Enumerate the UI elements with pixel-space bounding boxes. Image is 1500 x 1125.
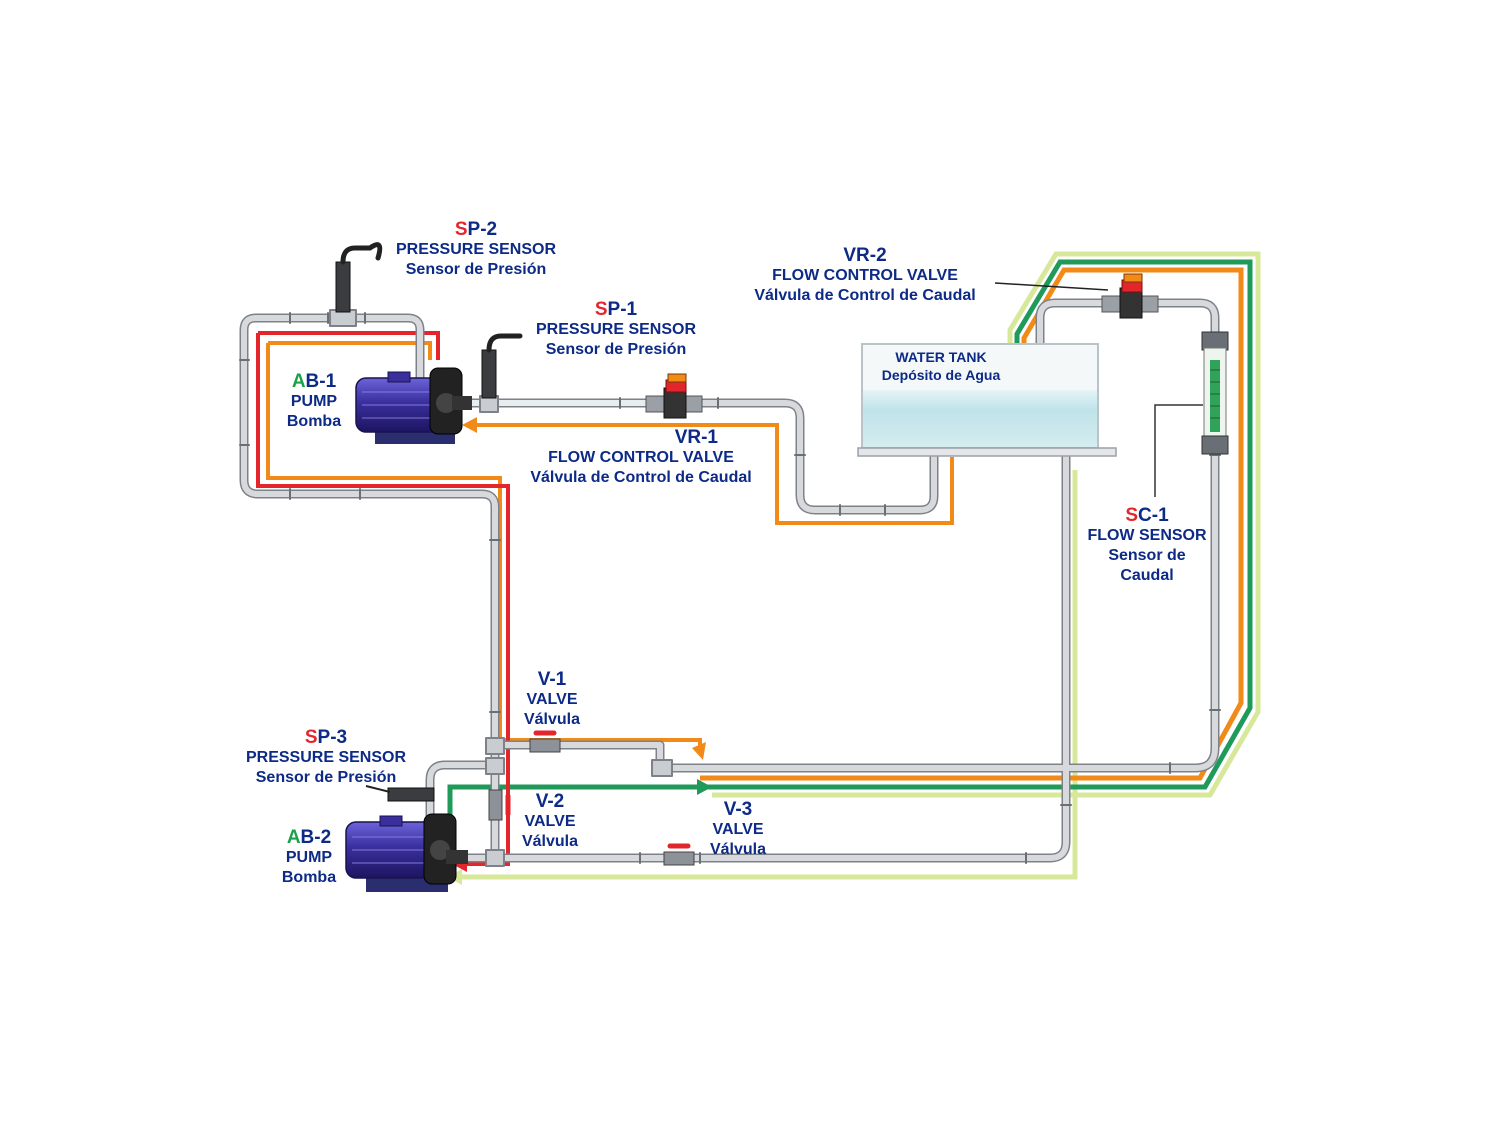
label-ab1: AB-1 PUMP Bomba [276, 372, 352, 432]
sp1-sub: Sensor de Presión [545, 341, 687, 358]
vr1-name: FLOW CONTROL VALVE [548, 449, 734, 466]
vr1-code: VR-1 [674, 427, 718, 448]
sp2-name: PRESSURE SENSOR [395, 241, 557, 258]
v1-code: V-1 [537, 669, 567, 690]
label-sc1: SC-1 FLOW SENSOR Sensor de Caudal [1080, 506, 1214, 586]
sp3-name: PRESSURE SENSOR [245, 749, 407, 766]
v3-sub: Válvula [709, 841, 767, 858]
v1-sub: Válvula [523, 711, 581, 728]
flow-path-green [447, 259, 1253, 820]
sp2-code: SP-2 [454, 219, 498, 240]
valve-v3 [663, 843, 695, 866]
label-vr1: VR-1 FLOW CONTROL VALVE Válvula de Contr… [508, 428, 774, 488]
flow-control-valve-vr2 [994, 273, 1159, 319]
ab2-code: AB-2 [286, 827, 332, 848]
vr2-code: VR-2 [843, 245, 887, 266]
ab1-sub: Bomba [286, 413, 342, 430]
label-vr2: VR-2 FLOW CONTROL VALVE Válvula de Contr… [730, 246, 1000, 306]
pressure-sensor-sp1 [481, 333, 523, 399]
flow-sensor-sc1 [1154, 331, 1229, 497]
label-water-tank: WATER TANK Depósito de Agua [860, 348, 1022, 384]
label-sp2: SP-2 PRESSURE SENSOR Sensor de Presión [394, 220, 558, 280]
tank-name: WATER TANK [895, 349, 987, 365]
flow-path-orange [266, 267, 1244, 781]
label-v3: V-3 VALVE Válvula [698, 800, 778, 860]
pressure-sensor-sp2 [335, 242, 383, 313]
ab1-code: AB-1 [291, 371, 337, 392]
ab1-name: PUMP [290, 393, 338, 410]
label-sp3: SP-3 PRESSURE SENSOR Sensor de Presión [238, 728, 414, 788]
v2-name: VALVE [524, 813, 576, 830]
flow-control-valve-vr1 [645, 373, 703, 419]
pressure-sensor-sp3 [365, 785, 435, 802]
label-ab2: AB-2 PUMP Bomba [268, 828, 350, 888]
label-v2: V-2 VALVE Válvula [510, 792, 590, 852]
ab2-sub: Bomba [281, 869, 337, 886]
valve-v2 [488, 789, 511, 821]
v3-name: VALVE [712, 821, 764, 838]
sp1-code: SP-1 [594, 299, 638, 320]
sc1-name: FLOW SENSOR [1087, 527, 1207, 544]
sc1-sub1: Sensor de [1108, 547, 1186, 564]
sc1-sub2: Caudal [1120, 567, 1174, 584]
v3-code: V-3 [723, 799, 753, 820]
pump-ab1 [355, 367, 472, 444]
ab2-name: PUMP [285, 849, 333, 866]
v1-name: VALVE [526, 691, 578, 708]
vr2-sub: Válvula de Control de Caudal [754, 287, 976, 304]
label-v1: V-1 VALVE Válvula [512, 670, 592, 730]
sp2-sub: Sensor de Presión [405, 261, 547, 278]
sc1-code: SC-1 [1125, 505, 1169, 526]
label-sp1: SP-1 PRESSURE SENSOR Sensor de Presión [532, 300, 700, 360]
vr1-sub: Válvula de Control de Caudal [530, 469, 752, 486]
tank-sub: Depósito de Agua [881, 367, 1001, 383]
vr2-name: FLOW CONTROL VALVE [772, 267, 958, 284]
v2-code: V-2 [535, 791, 565, 812]
pump-ab2 [345, 813, 468, 892]
sp1-name: PRESSURE SENSOR [535, 321, 697, 338]
sp3-code: SP-3 [304, 727, 348, 748]
valve-v1 [529, 730, 561, 753]
pipe-network [239, 298, 1221, 867]
sp3-sub: Sensor de Presión [255, 769, 397, 786]
water-tank [857, 343, 1117, 457]
v2-sub: Válvula [521, 833, 579, 850]
